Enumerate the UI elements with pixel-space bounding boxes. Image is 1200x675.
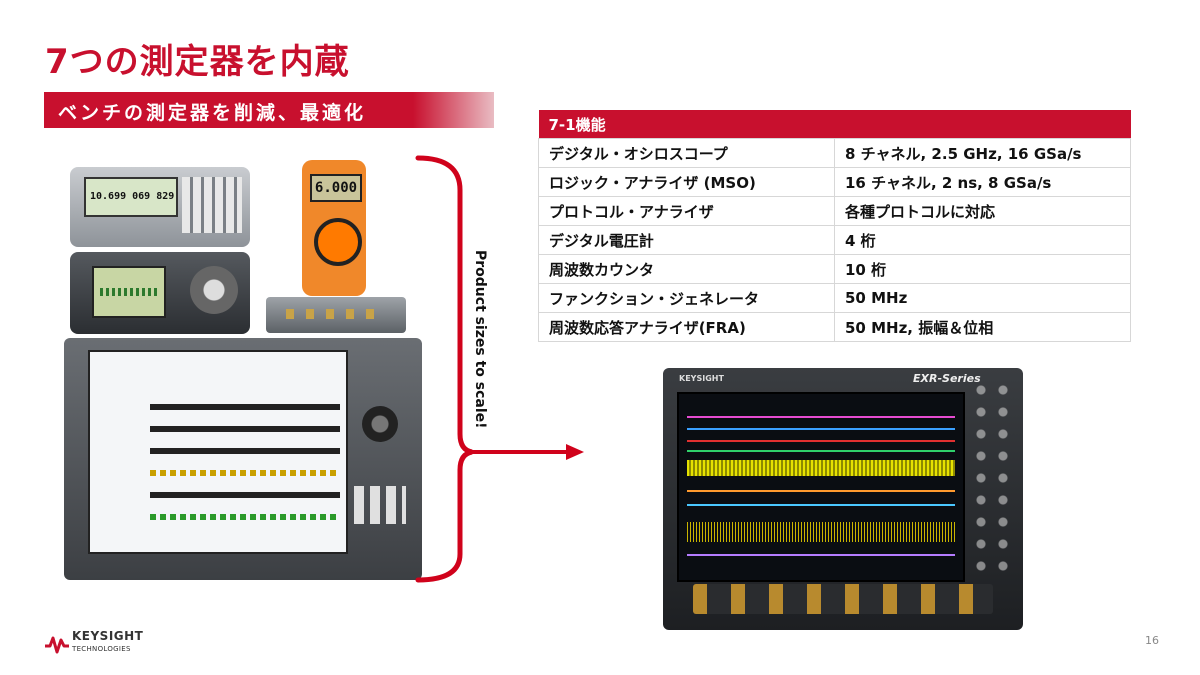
function-generator-image (70, 252, 250, 334)
table-header-row: 7-1機能 (538, 110, 1131, 139)
feature-cell: デジタル電圧計 (538, 225, 835, 255)
bracket-arrow (415, 155, 584, 583)
logic-trace (150, 448, 340, 454)
analyzer-knob (362, 406, 398, 442)
table-row: ファンクション・ジェネレータ 50 MHz (538, 283, 1131, 313)
table-row: プロトコル・アナライザ 各種プロトコルに対応 (538, 196, 1131, 226)
logic-trace (150, 514, 340, 520)
scope-trace (687, 428, 955, 430)
scope-trace (687, 554, 955, 556)
fra-ports (286, 309, 386, 319)
logo-sub: TECHNOLOGIES (72, 645, 131, 653)
scope-trace (687, 440, 955, 442)
frequency-counter-image: 10.699 069 829 (70, 167, 250, 247)
keysight-logo-icon (45, 636, 69, 654)
multimeter-image: 6.000 (302, 160, 366, 296)
counter-keypad (182, 177, 242, 233)
spec-cell: 各種プロトコルに対応 (834, 196, 1131, 226)
scope-brand: KEYSIGHT (679, 374, 724, 383)
spec-cell: 4 桁 (834, 225, 1131, 255)
scope-trace (687, 416, 955, 418)
logo-name: KEYSIGHT (72, 629, 144, 643)
multimeter-dial (314, 218, 362, 266)
spec-cell: 16 チャネル, 2 ns, 8 GSa/s (834, 167, 1131, 197)
spec-cell: 50 MHz (834, 283, 1131, 313)
generator-knob (190, 266, 238, 314)
table-row: デジタル電圧計 4 桁 (538, 225, 1131, 255)
spec-cell: 8 チャネル, 2.5 GHz, 16 GSa/s (834, 138, 1131, 168)
scope-trace (687, 504, 955, 506)
table-row: ロジック・アナライザ (MSO) 16 チャネル, 2 ns, 8 GSa/s (538, 167, 1131, 197)
feature-cell: ロジック・アナライザ (MSO) (538, 167, 835, 197)
multimeter-readout: 6.000 (310, 174, 362, 202)
spec-cell: 50 MHz, 振幅＆位相 (834, 312, 1131, 342)
table-row: 周波数応答アナライザ(FRA) 50 MHz, 振幅＆位相 (538, 312, 1131, 342)
subtitle-bar: ベンチの測定器を削減、最適化 (44, 92, 494, 128)
table-row: デジタル・オシロスコープ 8 チャネル, 2.5 GHz, 16 GSa/s (538, 138, 1131, 168)
counter-readout: 10.699 069 829 (90, 191, 175, 202)
logic-trace (150, 470, 340, 476)
logo-wordmark: KEYSIGHT TECHNOLOGIES (72, 630, 143, 656)
logic-trace (150, 426, 340, 432)
spec-cell: 10 桁 (834, 254, 1131, 284)
scope-trace (687, 490, 955, 492)
subtitle-text: ベンチの測定器を削減、最適化 (58, 102, 367, 124)
counter-screen: 10.699 069 829 (84, 177, 178, 217)
logic-analyzer-screen (88, 350, 348, 554)
scope-input-channels (693, 584, 993, 614)
scope-trace (687, 450, 955, 452)
feature-cell: デジタル・オシロスコープ (538, 138, 835, 168)
logic-trace (150, 492, 340, 498)
oscilloscope-image: KEYSIGHT EXR-Series (663, 368, 1023, 630)
frequency-response-analyzer-image (266, 297, 406, 333)
scope-noise-trace (687, 522, 955, 542)
generator-screen (92, 266, 166, 318)
scale-note: Product sizes to scale! (472, 250, 488, 429)
scope-yellow-trace (687, 460, 955, 476)
feature-cell: プロトコル・アナライザ (538, 196, 835, 226)
table-row: 周波数カウンタ 10 桁 (538, 254, 1131, 284)
feature-cell: 周波数応答アナライザ(FRA) (538, 312, 835, 342)
arrow-head (566, 444, 584, 460)
page-number: 16 (1145, 634, 1159, 647)
slide-title: 7つの測定器を内蔵 (45, 42, 350, 82)
logic-trace (150, 404, 340, 410)
scope-screen (677, 392, 965, 582)
logic-analyzer-image (64, 338, 422, 580)
red-bracket (415, 155, 473, 583)
scope-control-panel (969, 378, 1013, 578)
feature-table: 7-1機能 デジタル・オシロスコープ 8 チャネル, 2.5 GHz, 16 G… (538, 110, 1131, 342)
feature-cell: 周波数カウンタ (538, 254, 835, 284)
scope-series-label: EXR-Series (913, 372, 981, 385)
analyzer-buttons (354, 486, 406, 524)
feature-cell: ファンクション・ジェネレータ (538, 283, 835, 313)
table-header: 7-1機能 (538, 110, 1131, 139)
